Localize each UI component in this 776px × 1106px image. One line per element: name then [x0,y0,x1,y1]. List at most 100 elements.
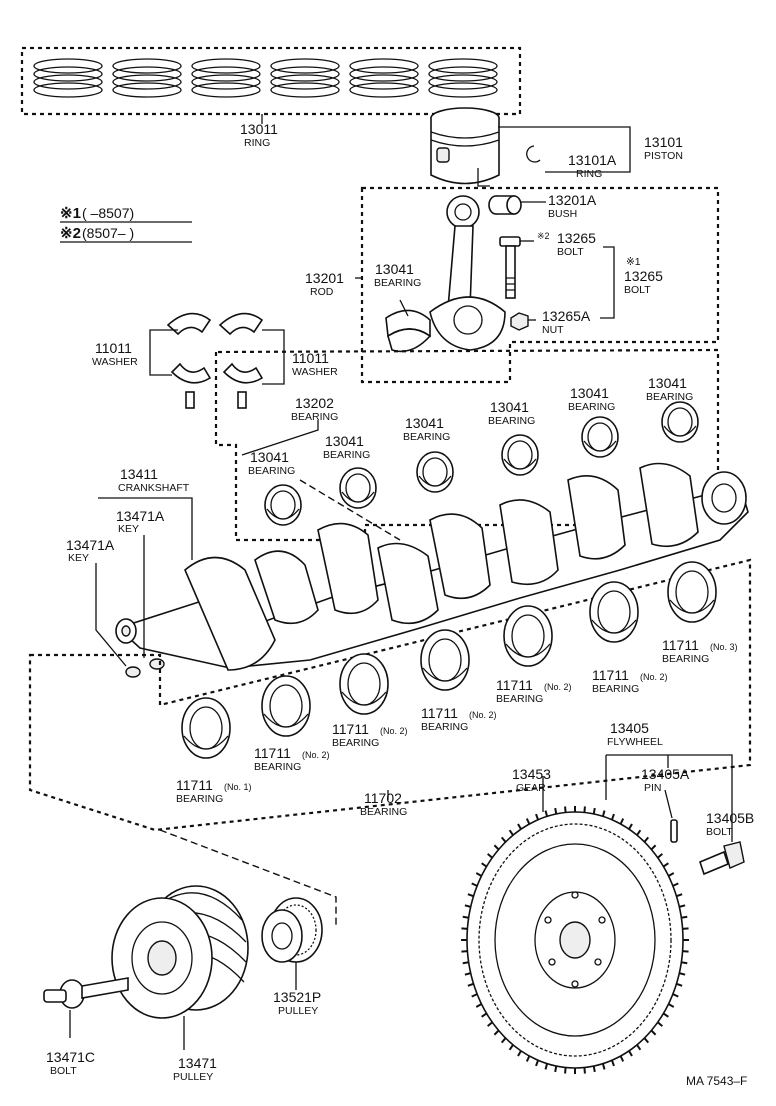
bush-part-number: 13201A [548,192,597,208]
washer-right[interactable] [218,312,264,409]
rod-bearing-item-part-number: 13041 [250,449,289,465]
ring-stack [270,58,340,98]
gear-tooth [564,806,567,813]
gear-tooth [681,915,688,919]
rod-part-name: ROD [310,286,334,298]
pulley-bolt-part-name: BOLT [50,1065,77,1077]
gear-tooth [544,810,549,817]
washer-left-part-name: WASHER [92,356,138,368]
figure-code: MA 7543–F [686,1074,747,1088]
connecting-rod[interactable] [429,195,506,351]
legend-range-1: ( –8507) [82,205,134,221]
rod-bearing-item[interactable] [416,451,454,493]
piston-part-number: 13101 [644,134,683,150]
rod-part-number: 13201 [305,270,344,286]
gear-tooth [461,950,468,953]
main-bearing-item-part-number: 11711 [421,705,458,721]
gear-tooth [592,807,596,815]
main-bearing-item[interactable] [667,561,717,623]
gear-tooth [636,1044,642,1051]
gear-tooth [481,1012,488,1018]
key-rear[interactable] [149,658,165,670]
flywheel-bolt-part-name: BOLT [706,826,733,838]
pulley-bolt[interactable] [43,977,129,1009]
rod-bearing-item-part-name: BEARING [568,401,615,413]
rod-bearing[interactable] [385,309,432,353]
rod-nut-part-name: NUT [542,324,564,336]
key-front[interactable] [125,666,141,678]
rod-bearing-item[interactable] [581,416,619,458]
gear-tooth [475,872,482,877]
gear-tooth [554,807,558,815]
gear-tooth [500,836,507,843]
rod-bearing-item-part-name: BEARING [248,465,295,477]
timing-pulley[interactable] [261,897,323,963]
rod-bearing-item[interactable] [661,401,699,443]
gear-tooth [619,1055,625,1062]
gear-tooth [662,1012,669,1018]
gear-tooth [554,1065,558,1073]
crankshaft-part-name: CRANKSHAFT [118,482,190,494]
piston-snap-ring[interactable] [526,145,541,163]
rod-bolt[interactable] [499,236,521,299]
main-bearing-item[interactable] [261,675,311,737]
rod-bearing-part-number: 13041 [375,261,414,277]
rod-bearings: 13041BEARING13041BEARING13041BEARING1304… [248,375,699,526]
rod-nut[interactable] [510,312,529,331]
gear-tooth [583,1067,586,1074]
rod-bolt-2-part-number: 13265 [557,230,596,246]
main-bearing-item[interactable] [181,697,231,759]
crank-pulley-part-number: 13471 [178,1055,217,1071]
flywheel-pin[interactable] [670,819,678,843]
ring-stack [191,58,261,98]
rod-bearing-item[interactable] [264,484,302,526]
rod-bolt-2-mark: ※2 [537,231,550,241]
crank-pulley[interactable] [111,885,249,1019]
rod-bearing-item[interactable] [501,434,539,476]
main-bearing-item-part-name: BEARING [496,693,543,705]
gear-tooth [601,1063,606,1070]
flywheel-part-name: FLYWHEEL [607,736,663,748]
washer-right-part-number: 11011 [292,350,329,366]
gear-part-number: 13453 [512,766,551,782]
piston[interactable] [430,107,500,187]
piston-ring-set[interactable] [20,46,522,116]
gear-tooth [467,893,474,898]
gear-tooth [679,972,686,976]
main-bearing-item[interactable] [589,581,639,643]
pin-part-number: 13405A [641,766,690,782]
main-bearing-item[interactable] [339,653,389,715]
main-bearing-item-note: (No. 2) [380,726,408,736]
rod-bearing-item[interactable] [339,467,377,509]
rod-bearing-item-part-name: BEARING [646,391,693,403]
flywheel[interactable] [461,806,689,1074]
gear-tooth [650,1029,657,1036]
bush-part-name: BUSH [548,208,577,220]
main-bearing-item-note: (No. 2) [469,710,497,720]
gear-tooth [500,1037,507,1044]
gear-tooth [672,882,679,887]
washer-left[interactable] [166,312,212,409]
ring-stack [428,58,498,98]
gear-tooth [544,1063,549,1070]
washer-left-part-number: 11011 [95,340,132,356]
bush[interactable] [488,195,522,215]
flywheel-bolt[interactable] [699,841,745,876]
key-a-part-number: 13471A [116,508,165,524]
gear-tooth [681,961,688,965]
gear-tooth [535,1059,540,1067]
gear-tooth [487,853,493,859]
pin-part-name: PIN [644,782,662,794]
gear-tooth [650,844,657,851]
crankshaft[interactable] [115,462,749,671]
main-bearing-item[interactable] [503,605,553,667]
piston-ring-part-name: RING [576,168,602,180]
piston-ring-part-number: 13101A [568,152,617,168]
main-bearing-item[interactable] [420,629,470,691]
main-bearing-item-part-number: 11711 [662,637,699,653]
gear-tooth [461,927,468,930]
gear-tooth [517,823,522,830]
gear-tooth [592,1065,596,1073]
gear-tooth [525,818,531,825]
